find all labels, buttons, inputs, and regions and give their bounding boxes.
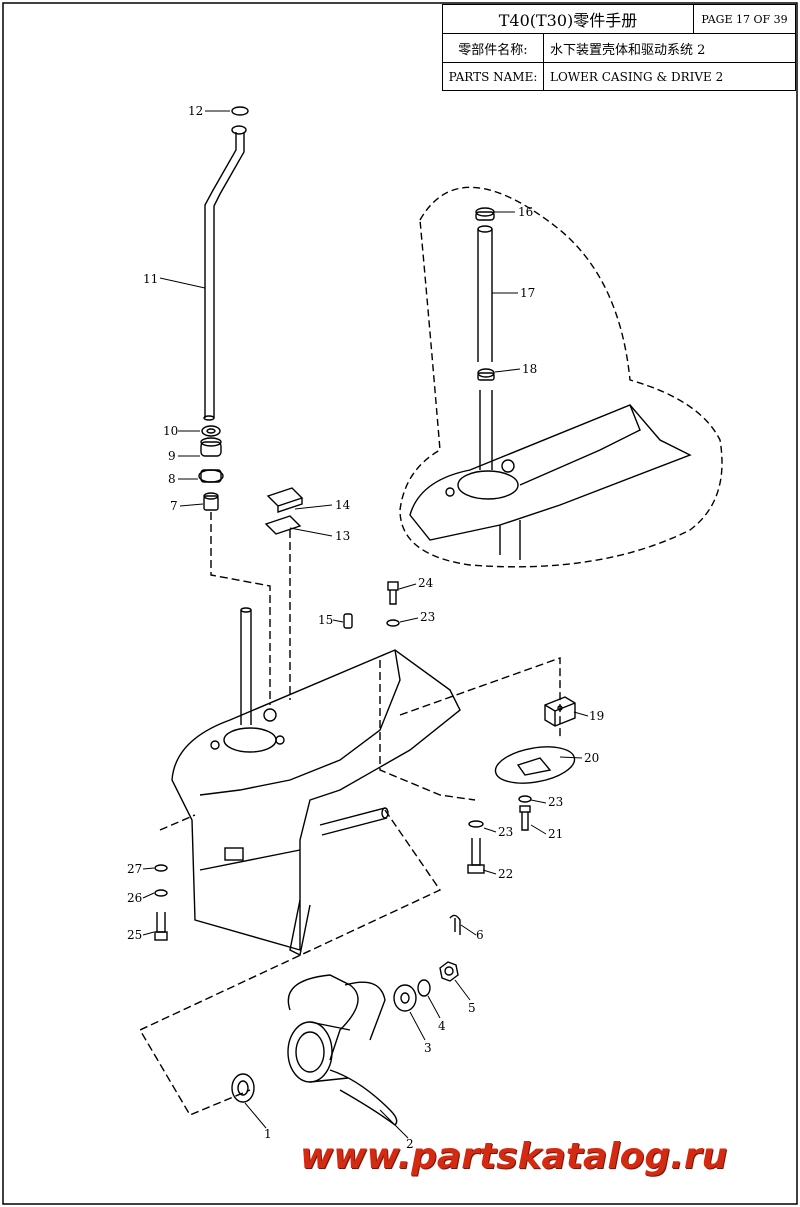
callout-22: 22	[498, 867, 513, 881]
callout-24: 24	[418, 576, 434, 590]
callout-26: 26	[127, 891, 142, 905]
callout-2: 2	[406, 1137, 414, 1151]
page-number: PAGE 17 OF 39	[701, 12, 788, 26]
callout-27: 27	[127, 862, 142, 876]
callout-7: 7	[170, 499, 178, 513]
callout-10: 10	[163, 424, 178, 438]
model-title: T40(T30)零件手册	[498, 11, 638, 30]
callout-21: 21	[548, 827, 563, 841]
callout-12: 12	[188, 104, 203, 118]
parts-name-value-en: LOWER CASING & DRIVE 2	[550, 69, 724, 84]
callout-1: 1	[264, 1127, 272, 1141]
callout-16: 16	[518, 205, 533, 219]
parts-name-label-cn-cell: 零部件名称:	[442, 33, 544, 63]
callout-14: 14	[335, 498, 351, 512]
callout-19: 19	[589, 709, 604, 723]
callout-23-a: 23	[420, 610, 435, 624]
callout-9: 9	[168, 449, 176, 463]
callout-18: 18	[522, 362, 537, 376]
parts-name-value-en-cell: LOWER CASING & DRIVE 2	[543, 62, 796, 91]
callout-23-c: 23	[498, 825, 513, 839]
callout-20: 20	[584, 751, 599, 765]
parts-name-label-en: PARTS NAME:	[448, 69, 538, 84]
parts-name-label-cn: 零部件名称:	[458, 42, 528, 58]
callout-4: 4	[438, 1019, 446, 1033]
watermark: www.partskatalog.ru	[300, 1136, 728, 1177]
callout-labels: 1 2 3 4 5 6 7 8 9 10 11 12 13 14 15 16 1…	[127, 104, 604, 1151]
callout-5: 5	[468, 1001, 476, 1015]
model-title-cell: T40(T30)零件手册	[442, 4, 694, 34]
callout-23-b: 23	[548, 795, 563, 809]
callout-15: 15	[318, 613, 333, 627]
callout-25: 25	[127, 928, 142, 942]
parts-name-label-en-cell: PARTS NAME:	[442, 62, 544, 91]
callout-13: 13	[335, 529, 350, 543]
callout-8: 8	[168, 472, 176, 486]
callout-17: 17	[520, 286, 535, 300]
parts-name-value-cn: 水下装置壳体和驱动系统 2	[550, 42, 706, 58]
leader-lines	[142, 110, 589, 1139]
callout-3: 3	[424, 1041, 432, 1055]
callout-6: 6	[476, 928, 484, 942]
callout-11: 11	[143, 272, 158, 286]
